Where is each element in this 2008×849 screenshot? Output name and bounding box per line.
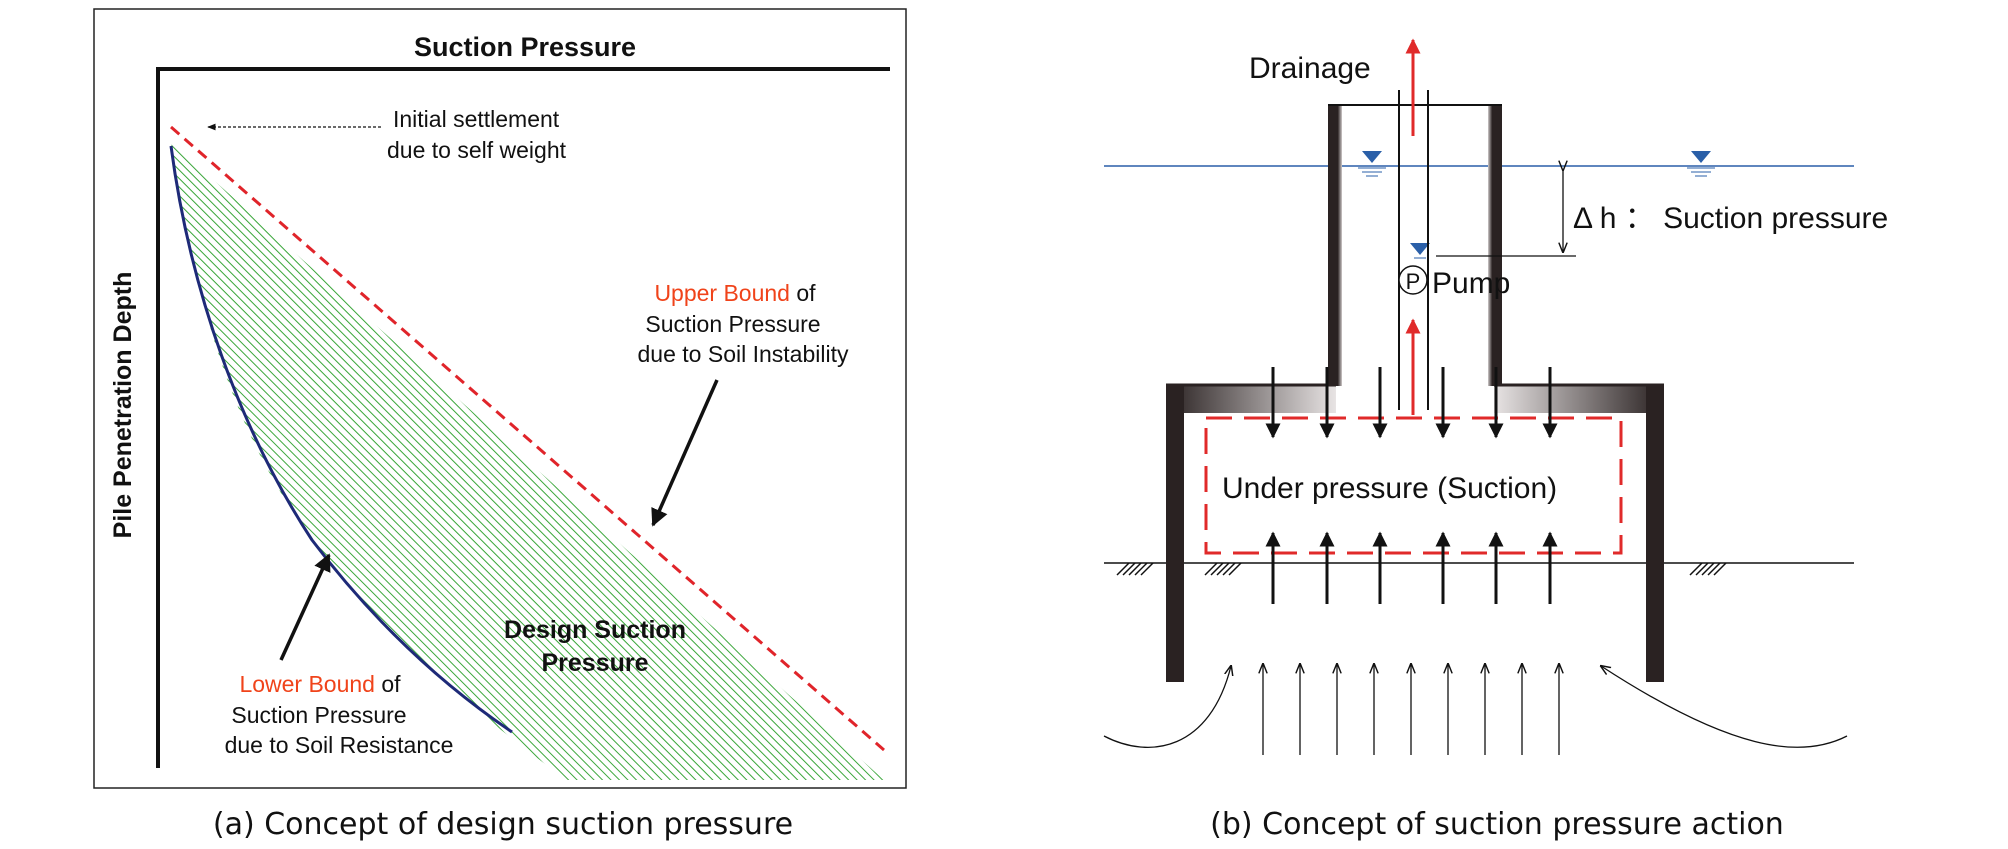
seepage-curve-right xyxy=(1601,666,1848,748)
soil-hatch-icon xyxy=(1116,562,1154,576)
under-pressure-label: Under pressure (Suction) xyxy=(1222,472,1557,505)
upper-bound-suffix: of xyxy=(790,280,816,306)
upper-bound-label-1: Upper Bound of xyxy=(654,280,816,306)
skirt-wall-right xyxy=(1646,385,1664,682)
seepage-curve-left xyxy=(1103,666,1231,748)
lower-bound-suffix: of xyxy=(375,671,401,697)
lower-bound-arrow xyxy=(279,553,331,661)
shaft-wall-right xyxy=(1488,104,1502,386)
caisson-lid-left xyxy=(1166,385,1336,413)
upper-bound-label-2: Suction Pressure xyxy=(645,311,820,337)
shaft-wall-left xyxy=(1328,104,1342,386)
design-label-2: Pressure xyxy=(541,649,648,677)
caisson-lid-right xyxy=(1494,385,1664,413)
axis-left-label: Pile Penetration Depth xyxy=(109,272,137,539)
pump-symbol-letter: P xyxy=(1406,269,1421,294)
seepage-arrows xyxy=(1103,664,1848,755)
downward-arrows xyxy=(1265,367,1558,439)
upper-bound-highlight: Upper Bound xyxy=(654,280,790,306)
soil-hatch-icon xyxy=(1204,562,1242,576)
pump-label: Pump xyxy=(1432,267,1510,300)
water-level-triangle-icon xyxy=(1687,151,1715,177)
lower-bound-label-1: Lower Bound of xyxy=(239,671,401,697)
water-level-triangle-icon xyxy=(1358,151,1386,177)
upward-arrows xyxy=(1265,531,1558,604)
axis-top-label: Suction Pressure xyxy=(414,32,636,62)
skirt-wall-left xyxy=(1166,385,1184,682)
drainage-label: Drainage xyxy=(1249,52,1371,85)
upper-bound-line xyxy=(170,125,885,752)
upper-bound-arrow xyxy=(651,379,719,527)
design-region xyxy=(171,142,884,780)
initial-settlement-label-1: Initial settlement xyxy=(393,106,560,132)
caption-a: (a) Concept of design suction pressure xyxy=(213,807,793,842)
caption-b: (b) Concept of suction pressure action xyxy=(1210,807,1784,842)
soil-hatch-icon xyxy=(1689,562,1727,576)
upper-bound-label-3: due to Soil Instability xyxy=(638,341,849,367)
panel-b: P Drainage Δ h ： Suction pressure Pump U… xyxy=(1103,38,1888,842)
pump-symbol-icon: P xyxy=(1398,265,1428,295)
water-level-triangle-icon xyxy=(1410,243,1430,259)
lower-bound-label-2: Suction Pressure xyxy=(231,702,406,728)
delta-h-label: Δ h ： Suction pressure xyxy=(1573,202,1888,235)
lower-bound-highlight: Lower Bound xyxy=(239,671,375,697)
lower-bound-curve xyxy=(169,145,513,734)
suction-zone-box xyxy=(1204,416,1623,555)
design-label-1: Design Suction xyxy=(504,616,686,644)
initial-settlement-label-2: due to self weight xyxy=(387,137,567,163)
lower-bound-label-3: due to Soil Resistance xyxy=(225,732,454,758)
panel-a: Suction Pressure Pile Penetration Depth … xyxy=(93,8,907,842)
